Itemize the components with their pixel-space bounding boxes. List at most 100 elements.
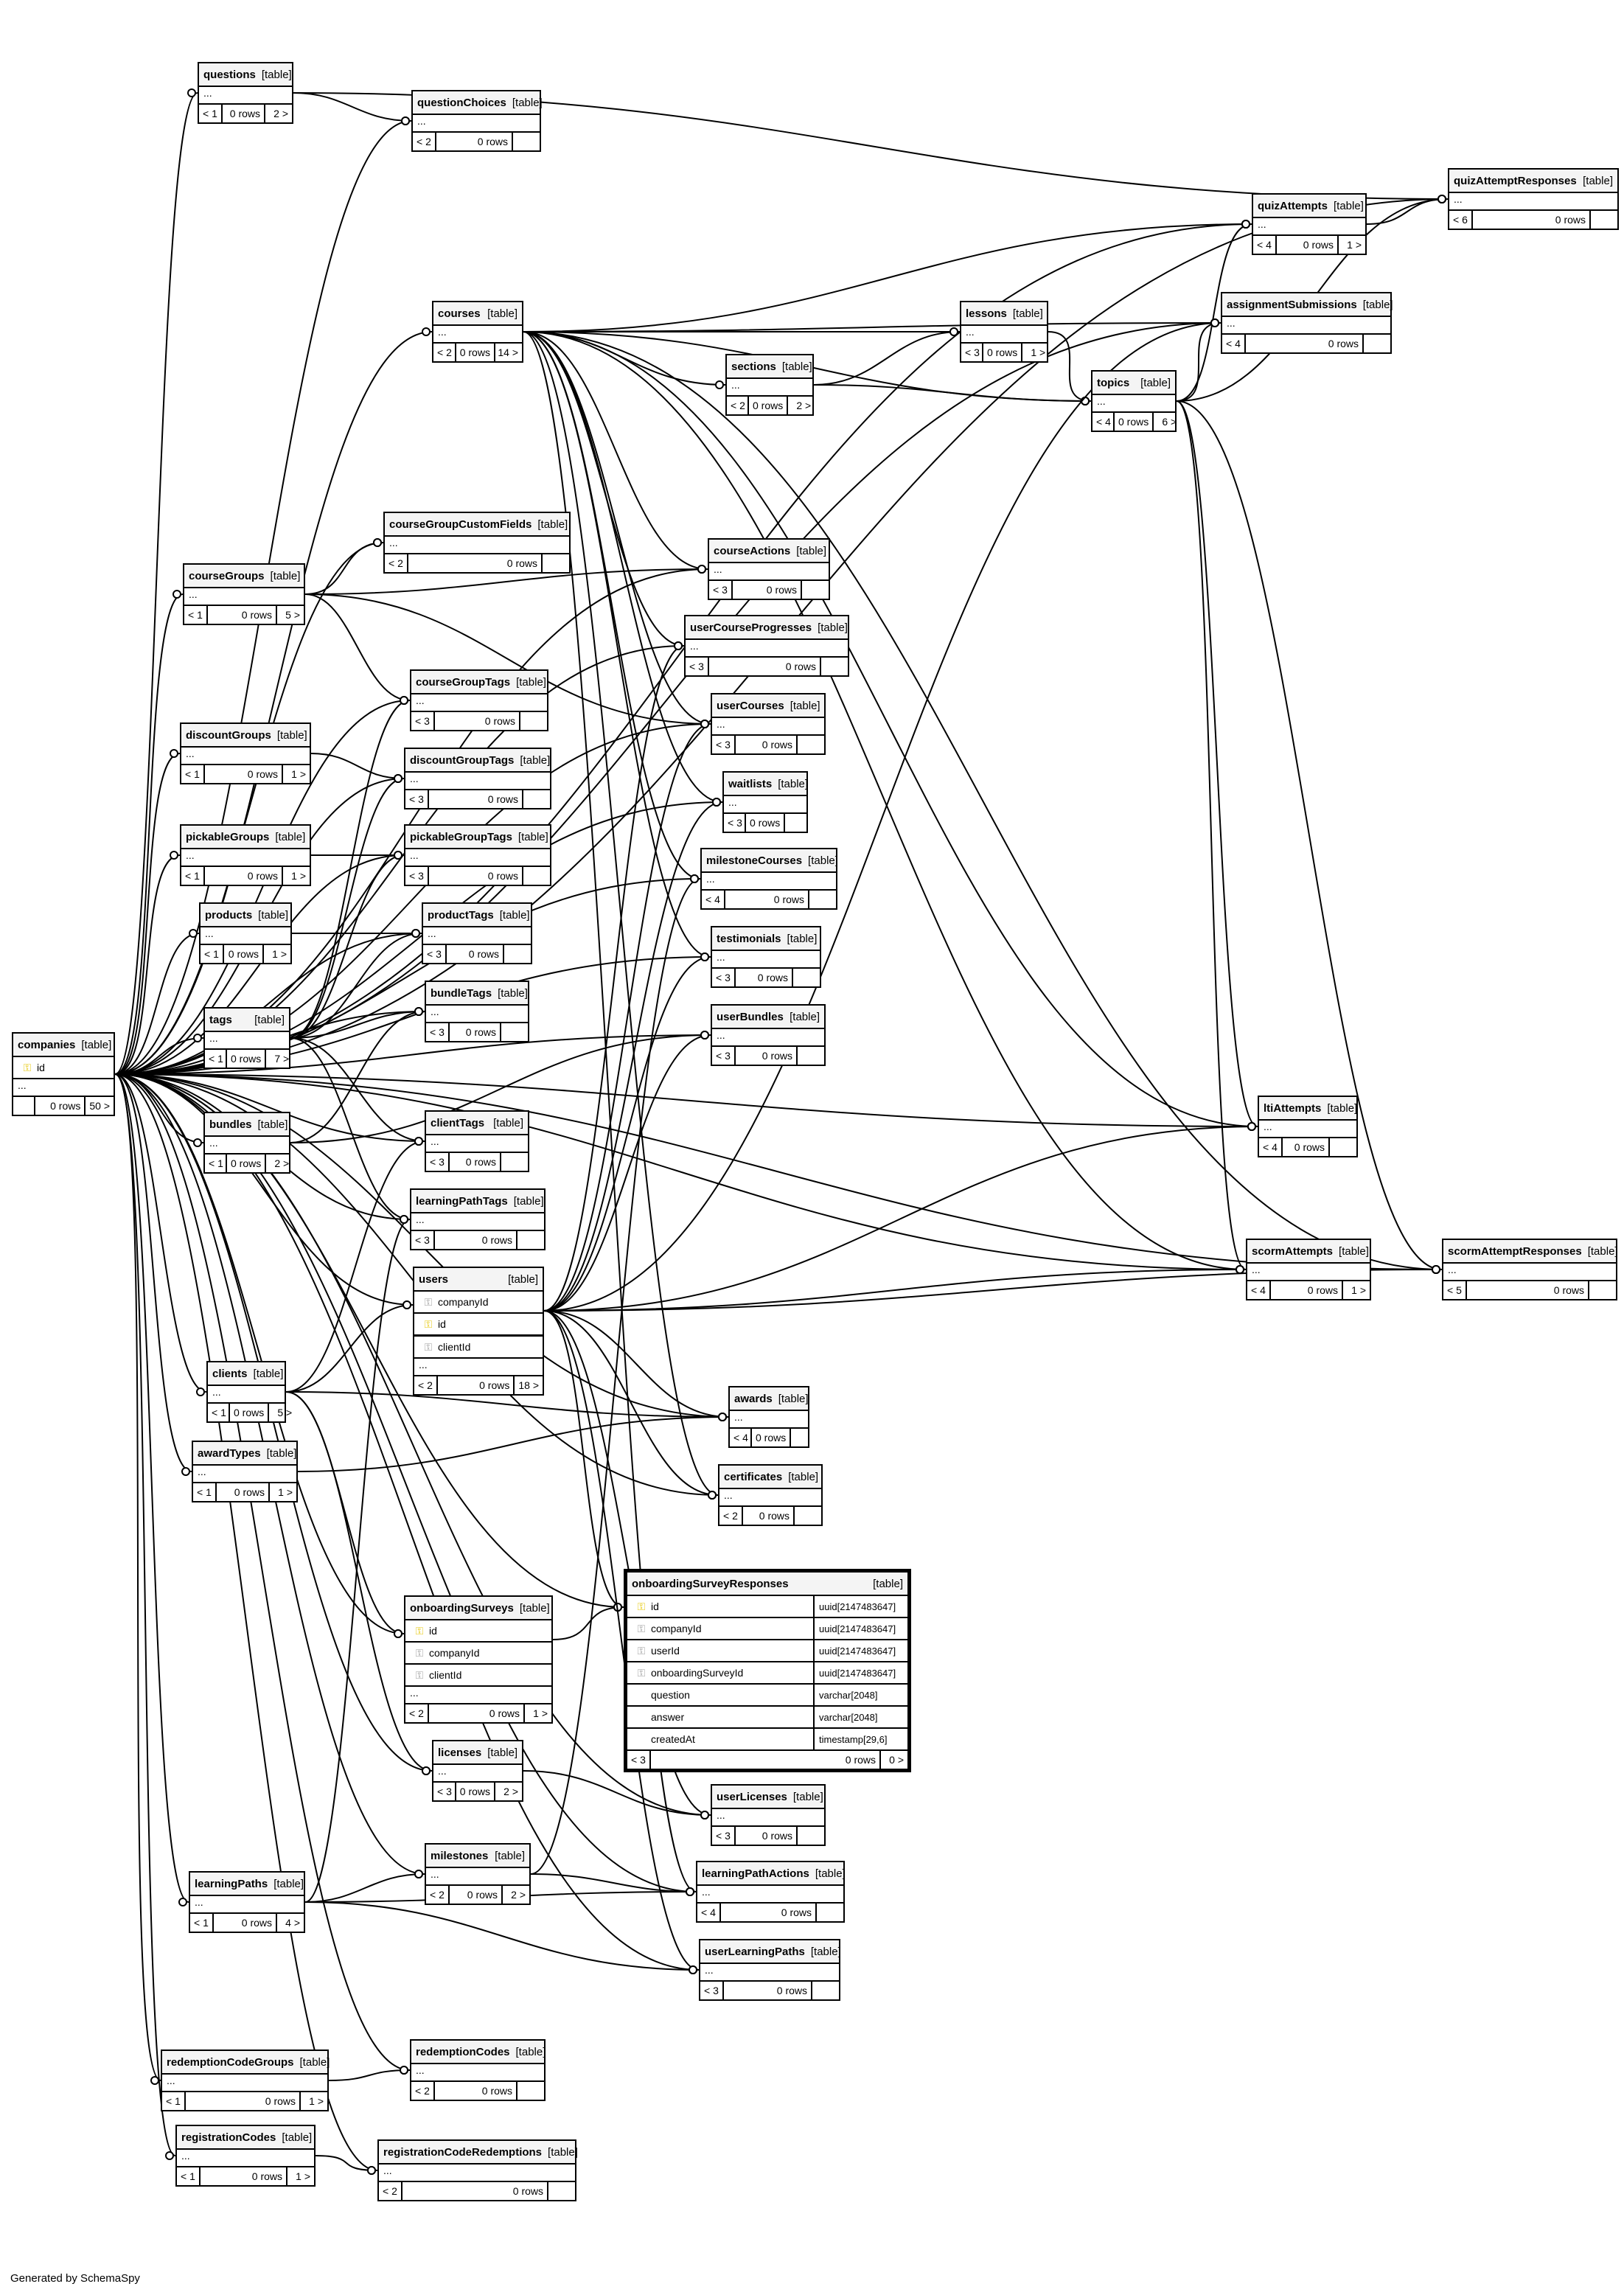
parents-count[interactable]: < 1 [162, 2092, 186, 2110]
table-name[interactable]: ltiAttempts [1264, 1101, 1322, 1115]
parents-count[interactable]: < 1 [193, 1483, 217, 1501]
more-columns-ellipsis[interactable]: ... [184, 588, 304, 606]
parents-count[interactable]: < 3 [405, 867, 429, 885]
children-count[interactable]: 2 > [274, 1157, 290, 1169]
children-count[interactable] [821, 658, 848, 675]
more-columns-ellipsis[interactable]: ... [1092, 395, 1175, 413]
table-name[interactable]: onboardingSurveys [410, 1601, 514, 1615]
children-count[interactable]: 1 > [291, 768, 306, 780]
more-columns-ellipsis[interactable]: ... [426, 1006, 528, 1023]
parents-count[interactable]: < 3 [961, 344, 983, 361]
children-count[interactable] [543, 554, 569, 572]
parents-count[interactable] [13, 1097, 35, 1115]
more-columns-ellipsis[interactable]: ... [702, 873, 836, 891]
table-onboardingSurveys[interactable]: onboardingSurveys[table]⚿id⚿companyId⚿cl… [404, 1595, 553, 1724]
parents-count[interactable]: < 4 [1092, 413, 1115, 431]
children-count[interactable]: 2 > [796, 400, 812, 411]
more-columns-ellipsis[interactable]: ... [700, 1964, 839, 1982]
parents-count[interactable]: < 3 [712, 969, 736, 986]
parents-count[interactable]: < 2 [414, 1376, 438, 1394]
more-columns-ellipsis[interactable]: ... [426, 1868, 529, 1886]
column-companyId[interactable]: ⚿companyId [414, 1292, 543, 1314]
parents-count[interactable]: < 4 [1247, 1281, 1271, 1299]
children-count[interactable]: 1 > [1351, 1284, 1366, 1296]
table-name[interactable]: userLearningPaths [705, 1945, 805, 1958]
more-columns-ellipsis[interactable]: ... [162, 2075, 327, 2092]
children-count[interactable]: 1 > [1347, 239, 1362, 251]
table-name[interactable]: bundles [209, 1118, 252, 1131]
table-name[interactable]: courseGroupCustomFields [389, 518, 532, 531]
table-name[interactable]: redemptionCodes [416, 2045, 510, 2058]
column-id[interactable]: ⚿id [13, 1057, 114, 1079]
children-count[interactable] [1330, 1138, 1356, 1156]
table-name[interactable]: questions [203, 68, 256, 81]
parents-count[interactable]: < 2 [413, 133, 436, 150]
more-columns-ellipsis[interactable]: ... [712, 1029, 824, 1047]
table-name[interactable]: pickableGroupTags [410, 830, 512, 843]
table-name[interactable]: courseGroupTags [416, 675, 511, 689]
more-columns-ellipsis[interactable]: ... [719, 1489, 821, 1507]
children-count[interactable] [809, 891, 836, 908]
more-columns-ellipsis[interactable]: ... [712, 951, 820, 969]
table-name[interactable]: companies [18, 1038, 76, 1051]
table-name[interactable]: licenses [438, 1746, 482, 1759]
more-columns-ellipsis[interactable]: ... [205, 1032, 289, 1050]
children-count[interactable] [517, 2082, 544, 2100]
table-name[interactable]: redemptionCodeGroups [167, 2055, 294, 2069]
parents-count[interactable]: < 2 [385, 554, 408, 572]
parents-count[interactable]: < 3 [627, 1751, 651, 1769]
parents-count[interactable]: < 1 [181, 867, 205, 885]
children-count[interactable]: 5 > [285, 609, 300, 621]
children-count[interactable]: 2 > [273, 108, 288, 119]
more-columns-ellipsis[interactable]: ... [1247, 1264, 1370, 1281]
parents-count[interactable]: < 3 [426, 1023, 450, 1041]
parents-count[interactable]: < 3 [405, 790, 429, 808]
children-count[interactable] [812, 1982, 839, 1999]
parents-count[interactable]: < 2 [379, 2182, 402, 2200]
children-count[interactable]: 14 > [498, 346, 518, 358]
children-count[interactable] [793, 969, 820, 986]
children-count[interactable]: 1 > [291, 870, 306, 882]
parents-count[interactable]: < 3 [712, 1827, 736, 1845]
table-name[interactable]: waitlists [728, 777, 773, 790]
more-columns-ellipsis[interactable]: ... [712, 1809, 824, 1827]
children-count[interactable]: 5 > [277, 1407, 293, 1418]
children-count[interactable] [523, 790, 550, 808]
parents-count[interactable]: < 3 [712, 736, 736, 753]
column-id[interactable]: ⚿id [405, 1620, 551, 1643]
children-count[interactable] [501, 1153, 528, 1171]
more-columns-ellipsis[interactable]: ... [961, 326, 1047, 344]
children-count[interactable] [1364, 335, 1390, 352]
parents-count[interactable]: < 2 [727, 397, 749, 414]
table-name[interactable]: questionChoices [417, 96, 506, 109]
children-count[interactable]: 1 > [1031, 346, 1046, 358]
table-name[interactable]: awards [734, 1392, 773, 1405]
table-name[interactable]: clients [212, 1367, 248, 1380]
table-name[interactable]: courses [438, 307, 481, 320]
children-count[interactable] [817, 1904, 843, 1921]
children-count[interactable]: 7 > [274, 1053, 290, 1065]
more-columns-ellipsis[interactable]: ... [1259, 1121, 1356, 1138]
parents-count[interactable]: < 4 [1259, 1138, 1283, 1156]
children-count[interactable]: 1 > [533, 1707, 548, 1719]
parents-count[interactable]: < 2 [411, 2082, 435, 2100]
more-columns-ellipsis[interactable]: ... [686, 640, 848, 658]
table-name[interactable]: quizAttemptResponses [1454, 174, 1577, 187]
table-name[interactable]: topics [1097, 376, 1130, 389]
parents-count[interactable]: < 1 [208, 1404, 230, 1421]
